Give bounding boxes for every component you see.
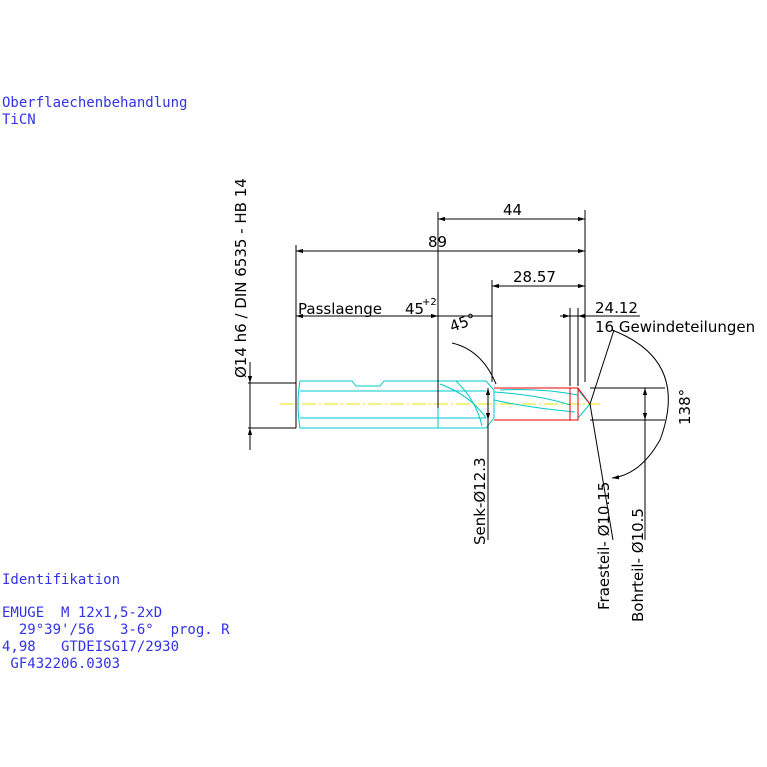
identification-line-2: 29°39'/56 3-6° prog. R: [2, 622, 230, 638]
dim-pass-45-tol: +2: [422, 297, 437, 308]
dim-pass-45: 45: [405, 300, 424, 318]
dim-44: 44: [503, 201, 522, 219]
dim-chamfer-angle: 45°: [447, 310, 478, 336]
dim-passlaenge: Passlaenge: [298, 300, 382, 318]
identification-line-1: EMUGE M 12x1,5-2xD: [2, 605, 163, 621]
cutting-section: [494, 387, 591, 421]
surface-heading: Oberflaechenbehandlung: [2, 95, 188, 111]
dim-24-12: 24.12: [595, 299, 638, 317]
tool-body: [297, 380, 591, 429]
dim-shank: Ø14 h6 / DIN 6535 - HB 14: [232, 178, 250, 378]
dim-bohr: Bohrteil- Ø10.5: [629, 508, 647, 622]
dim-threads: 16 Gewindeteilungen: [595, 318, 755, 336]
identification-line-3: 4,98 GTDEISG17/2930: [2, 639, 180, 655]
identification-line-4: GF432206.0303: [2, 656, 121, 672]
surface-value: TiCN: [2, 112, 36, 128]
dim-28-57: 28.57: [513, 268, 556, 286]
dim-fraes: Fraesteil- Ø10.15: [595, 482, 613, 610]
dim-senk: Senk-Ø12.3: [471, 457, 489, 545]
identification-heading: Identifikation: [2, 572, 121, 588]
dim-89: 89: [428, 233, 447, 251]
dimension-lines: [247, 210, 669, 541]
dim-point-angle: 138°: [676, 389, 694, 425]
